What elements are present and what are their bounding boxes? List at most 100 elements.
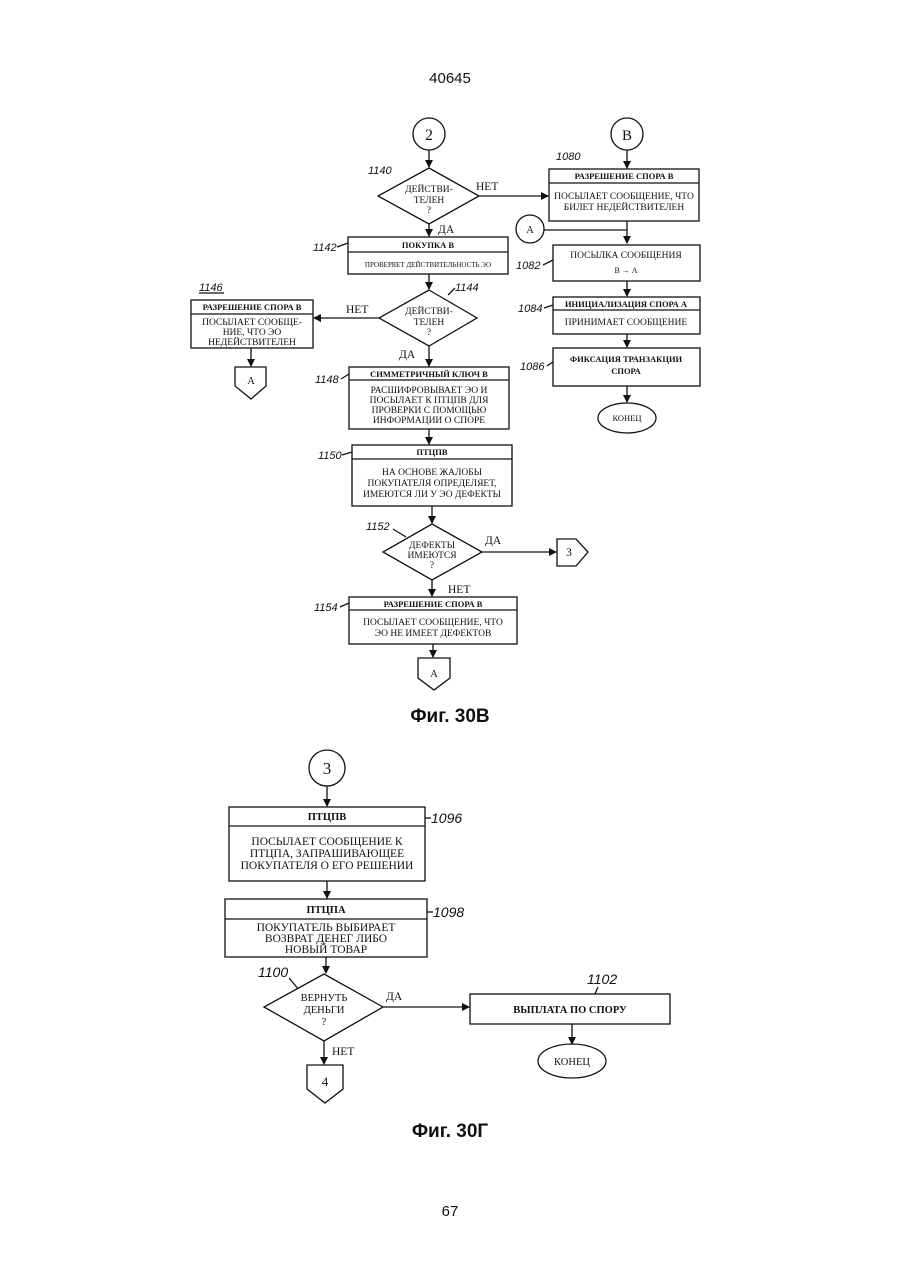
- svg-text:A: A: [526, 225, 534, 236]
- offpage-connector-a-bottom: A: [418, 658, 450, 690]
- svg-text:ДЕЙСТВИ-: ДЕЙСТВИ-: [405, 305, 453, 317]
- svg-text:?: ?: [427, 206, 431, 216]
- box-1154: 1154 РАЗРЕШЕНИЕ СПОРА В ПОСЫЛАЕТ СООБЩЕН…: [314, 597, 517, 644]
- decision-1152: 1152 ДЕФЕКТЫ ИМЕЮТСЯ ? ДА НЕТ: [366, 521, 502, 596]
- svg-text:КОНЕЦ: КОНЕЦ: [554, 1057, 590, 1068]
- svg-text:НА ОСНОВЕ ЖАЛОБЫ: НА ОСНОВЕ ЖАЛОБЫ: [382, 468, 482, 478]
- decision-1140: 1140 ДЕЙСТВИ- ТЕЛЕН ? НЕТ ДА: [368, 165, 498, 236]
- svg-text:ВЫПЛАТА ПО СПОРУ: ВЫПЛАТА ПО СПОРУ: [513, 1005, 627, 1016]
- svg-text:РАЗРЕШЕНИЕ СПОРА В: РАЗРЕШЕНИЕ СПОРА В: [575, 171, 674, 181]
- svg-text:ПОСЫЛАЕТ К ПТЦПВ ДЛЯ: ПОСЫЛАЕТ К ПТЦПВ ДЛЯ: [370, 396, 489, 406]
- svg-text:ДА: ДА: [485, 535, 502, 547]
- svg-text:ПОКУПКА В: ПОКУПКА В: [402, 240, 454, 250]
- svg-text:1096: 1096: [431, 810, 462, 826]
- svg-text:?: ?: [427, 328, 431, 338]
- svg-text:В → А: В → А: [614, 266, 637, 275]
- svg-text:РАСШИФРОВЫВАЕТ ЭО И: РАСШИФРОВЫВАЕТ ЭО И: [371, 386, 488, 396]
- svg-text:СПОРА: СПОРА: [611, 366, 641, 376]
- box-1142: 1142 ПОКУПКА В ПРОВЕРЯЕТ ДЕЙСТВИТЕЛЬНОСТ…: [313, 237, 508, 274]
- figure-30b-caption: Фиг. 30В: [0, 706, 900, 728]
- svg-text:1144: 1144: [455, 282, 479, 294]
- svg-text:ПОСЫЛАЕТ СООБЩЕНИЕ, ЧТО: ПОСЫЛАЕТ СООБЩЕНИЕ, ЧТО: [554, 192, 694, 202]
- svg-text:A: A: [247, 376, 255, 387]
- svg-text:КОНЕЦ: КОНЕЦ: [612, 413, 641, 423]
- svg-text:1098: 1098: [433, 904, 464, 920]
- svg-text:БИЛЕТ НЕДЕЙСТВИТЕЛЕН: БИЛЕТ НЕДЕЙСТВИТЕЛЕН: [564, 201, 685, 213]
- svg-text:A: A: [430, 669, 438, 680]
- svg-text:1152: 1152: [366, 521, 390, 533]
- offpage-connector-a-left: A: [235, 367, 266, 399]
- svg-text:ПТЦПВ: ПТЦПВ: [308, 812, 347, 823]
- box-1084: 1084 ИНИЦИАЛИЗАЦИЯ СПОРА А ПРИНИМАЕТ СОО…: [518, 297, 700, 334]
- end-terminal-right: КОНЕЦ: [598, 403, 656, 433]
- box-1096: ПТЦПВ ПОСЫЛАЕТ СООБЩЕНИЕ К ПТЦПА, ЗАПРАШ…: [229, 807, 462, 881]
- svg-text:ПОКУПАТЕЛЯ ОПРЕДЕЛЯЕТ,: ПОКУПАТЕЛЯ ОПРЕДЕЛЯЕТ,: [368, 479, 497, 489]
- svg-text:4: 4: [322, 1074, 329, 1089]
- connector-a: A: [516, 215, 544, 243]
- svg-text:ПРИНИМАЕТ СООБЩЕНИЕ: ПРИНИМАЕТ СООБЩЕНИЕ: [565, 318, 688, 328]
- svg-text:ЭО НЕ ИМЕЕТ ДЕФЕКТОВ: ЭО НЕ ИМЕЕТ ДЕФЕКТОВ: [375, 629, 492, 639]
- svg-text:ПТЦПА: ПТЦПА: [306, 905, 346, 916]
- svg-text:1082: 1082: [516, 260, 540, 272]
- figure-30g-caption: Фиг. 30Г: [0, 1121, 900, 1143]
- svg-text:ПРОВЕРЯЕТ ДЕЙСТВИТЕЛЬНОСТЬ ЭО: ПРОВЕРЯЕТ ДЕЙСТВИТЕЛЬНОСТЬ ЭО: [365, 261, 491, 269]
- svg-text:ПОКУПАТЕЛЯ О ЕГО РЕШЕНИИ: ПОКУПАТЕЛЯ О ЕГО РЕШЕНИИ: [241, 860, 414, 872]
- svg-text:ПОСЫЛАЕТ СООБЩЕНИЕ К: ПОСЫЛАЕТ СООБЩЕНИЕ К: [251, 836, 402, 848]
- svg-text:1086: 1086: [520, 361, 545, 373]
- svg-text:3: 3: [323, 759, 332, 778]
- svg-text:ДЕЙСТВИ-: ДЕЙСТВИ-: [405, 183, 453, 195]
- svg-text:ТЕЛЕН: ТЕЛЕН: [414, 196, 445, 206]
- svg-text:ИНФОРМАЦИИ О СПОРЕ: ИНФОРМАЦИИ О СПОРЕ: [373, 416, 485, 426]
- box-1150: 1150 ПТЦПВ НА ОСНОВЕ ЖАЛОБЫ ПОКУПАТЕЛЯ О…: [318, 445, 512, 506]
- svg-text:1146: 1146: [199, 282, 224, 294]
- svg-text:НЕТ: НЕТ: [332, 1046, 354, 1058]
- decision-1144: 1144 ДЕЙСТВИ- ТЕЛЕН ? НЕТ ДА: [346, 282, 479, 361]
- svg-text:ИМЕЮТСЯ ЛИ У ЭО ДЕФЕКТЫ: ИМЕЮТСЯ ЛИ У ЭО ДЕФЕКТЫ: [363, 490, 501, 500]
- svg-text:1100: 1100: [258, 964, 288, 980]
- svg-text:НЕТ: НЕТ: [448, 584, 470, 596]
- box-1080: 1080 РАЗРЕШЕНИЕ СПОРА В ПОСЫЛАЕТ СООБЩЕН…: [549, 151, 699, 221]
- svg-text:1140: 1140: [368, 165, 393, 177]
- svg-text:ФИКСАЦИЯ ТРАНЗАКЦИИ: ФИКСАЦИЯ ТРАНЗАКЦИИ: [570, 354, 683, 364]
- svg-text:СИММЕТРИЧНЫЙ КЛЮЧ В: СИММЕТРИЧНЫЙ КЛЮЧ В: [370, 369, 488, 379]
- box-1146: 1146 РАЗРЕШЕНИЕ СПОРА В ПОСЫЛАЕТ СООБЩЕ-…: [191, 282, 313, 348]
- connector-2: 2: [413, 118, 445, 150]
- svg-text:ИМЕЮТСЯ: ИМЕЮТСЯ: [407, 551, 457, 561]
- svg-text:1084: 1084: [518, 303, 542, 315]
- svg-text:1154: 1154: [314, 602, 338, 614]
- svg-text:ПОСЫЛАЕТ СООБЩЕНИЕ, ЧТО: ПОСЫЛАЕТ СООБЩЕНИЕ, ЧТО: [363, 618, 503, 628]
- svg-text:НЕТ: НЕТ: [346, 304, 368, 316]
- decision-1100: 1100 ВЕРНУТЬ ДЕНЬГИ ? ДА НЕТ: [258, 964, 403, 1058]
- svg-text:ПТЦПА, ЗАПРАШИВАЮЩЕЕ: ПТЦПА, ЗАПРАШИВАЮЩЕЕ: [250, 848, 404, 860]
- svg-text:НЕДЕЙСТВИТЕЛЕН: НЕДЕЙСТВИТЕЛЕН: [208, 336, 296, 348]
- svg-text:1150: 1150: [318, 450, 343, 462]
- svg-text:ПОСЫЛАЕТ СООБЩЕ-: ПОСЫЛАЕТ СООБЩЕ-: [202, 318, 302, 328]
- svg-text:ДА: ДА: [438, 224, 455, 236]
- box-1098: ПТЦПА ПОКУПАТЕЛЬ ВЫБИРАЕТ ВОЗВРАТ ДЕНЕГ …: [225, 899, 464, 957]
- svg-text:ДЕФЕКТЫ: ДЕФЕКТЫ: [409, 541, 455, 551]
- svg-text:?: ?: [430, 561, 434, 571]
- box-1086: 1086 ФИКСАЦИЯ ТРАНЗАКЦИИ СПОРА: [520, 348, 700, 386]
- page-footer-number: 67: [0, 1203, 900, 1220]
- svg-text:РАЗРЕШЕНИЕ СПОРА В: РАЗРЕШЕНИЕ СПОРА В: [203, 302, 302, 312]
- box-1102: 1102 ВЫПЛАТА ПО СПОРУ: [470, 971, 670, 1024]
- svg-text:B: B: [622, 128, 632, 144]
- svg-text:РАЗРЕШЕНИЕ СПОРА В: РАЗРЕШЕНИЕ СПОРА В: [384, 599, 483, 609]
- svg-text:?: ?: [322, 1017, 327, 1028]
- end-terminal: КОНЕЦ: [538, 1044, 606, 1078]
- svg-text:НОВЫЙ ТОВАР: НОВЫЙ ТОВАР: [285, 942, 367, 956]
- svg-text:1080: 1080: [556, 151, 581, 163]
- svg-text:1148: 1148: [315, 374, 340, 386]
- svg-text:1142: 1142: [313, 242, 337, 254]
- svg-text:2: 2: [425, 127, 433, 144]
- svg-text:НЕТ: НЕТ: [476, 181, 498, 193]
- svg-text:ДА: ДА: [386, 991, 403, 1003]
- svg-text:3: 3: [566, 547, 572, 559]
- svg-text:ВЕРНУТЬ: ВЕРНУТЬ: [301, 993, 348, 1004]
- svg-text:ДЕНЬГИ: ДЕНЬГИ: [304, 1005, 345, 1016]
- svg-text:НИЕ, ЧТО ЭО: НИЕ, ЧТО ЭО: [223, 328, 282, 338]
- svg-text:ПОСЫЛКА СООБЩЕНИЯ: ПОСЫЛКА СООБЩЕНИЯ: [570, 251, 682, 261]
- svg-text:ИНИЦИАЛИЗАЦИЯ СПОРА А: ИНИЦИАЛИЗАЦИЯ СПОРА А: [565, 299, 688, 309]
- svg-text:ДА: ДА: [399, 349, 416, 361]
